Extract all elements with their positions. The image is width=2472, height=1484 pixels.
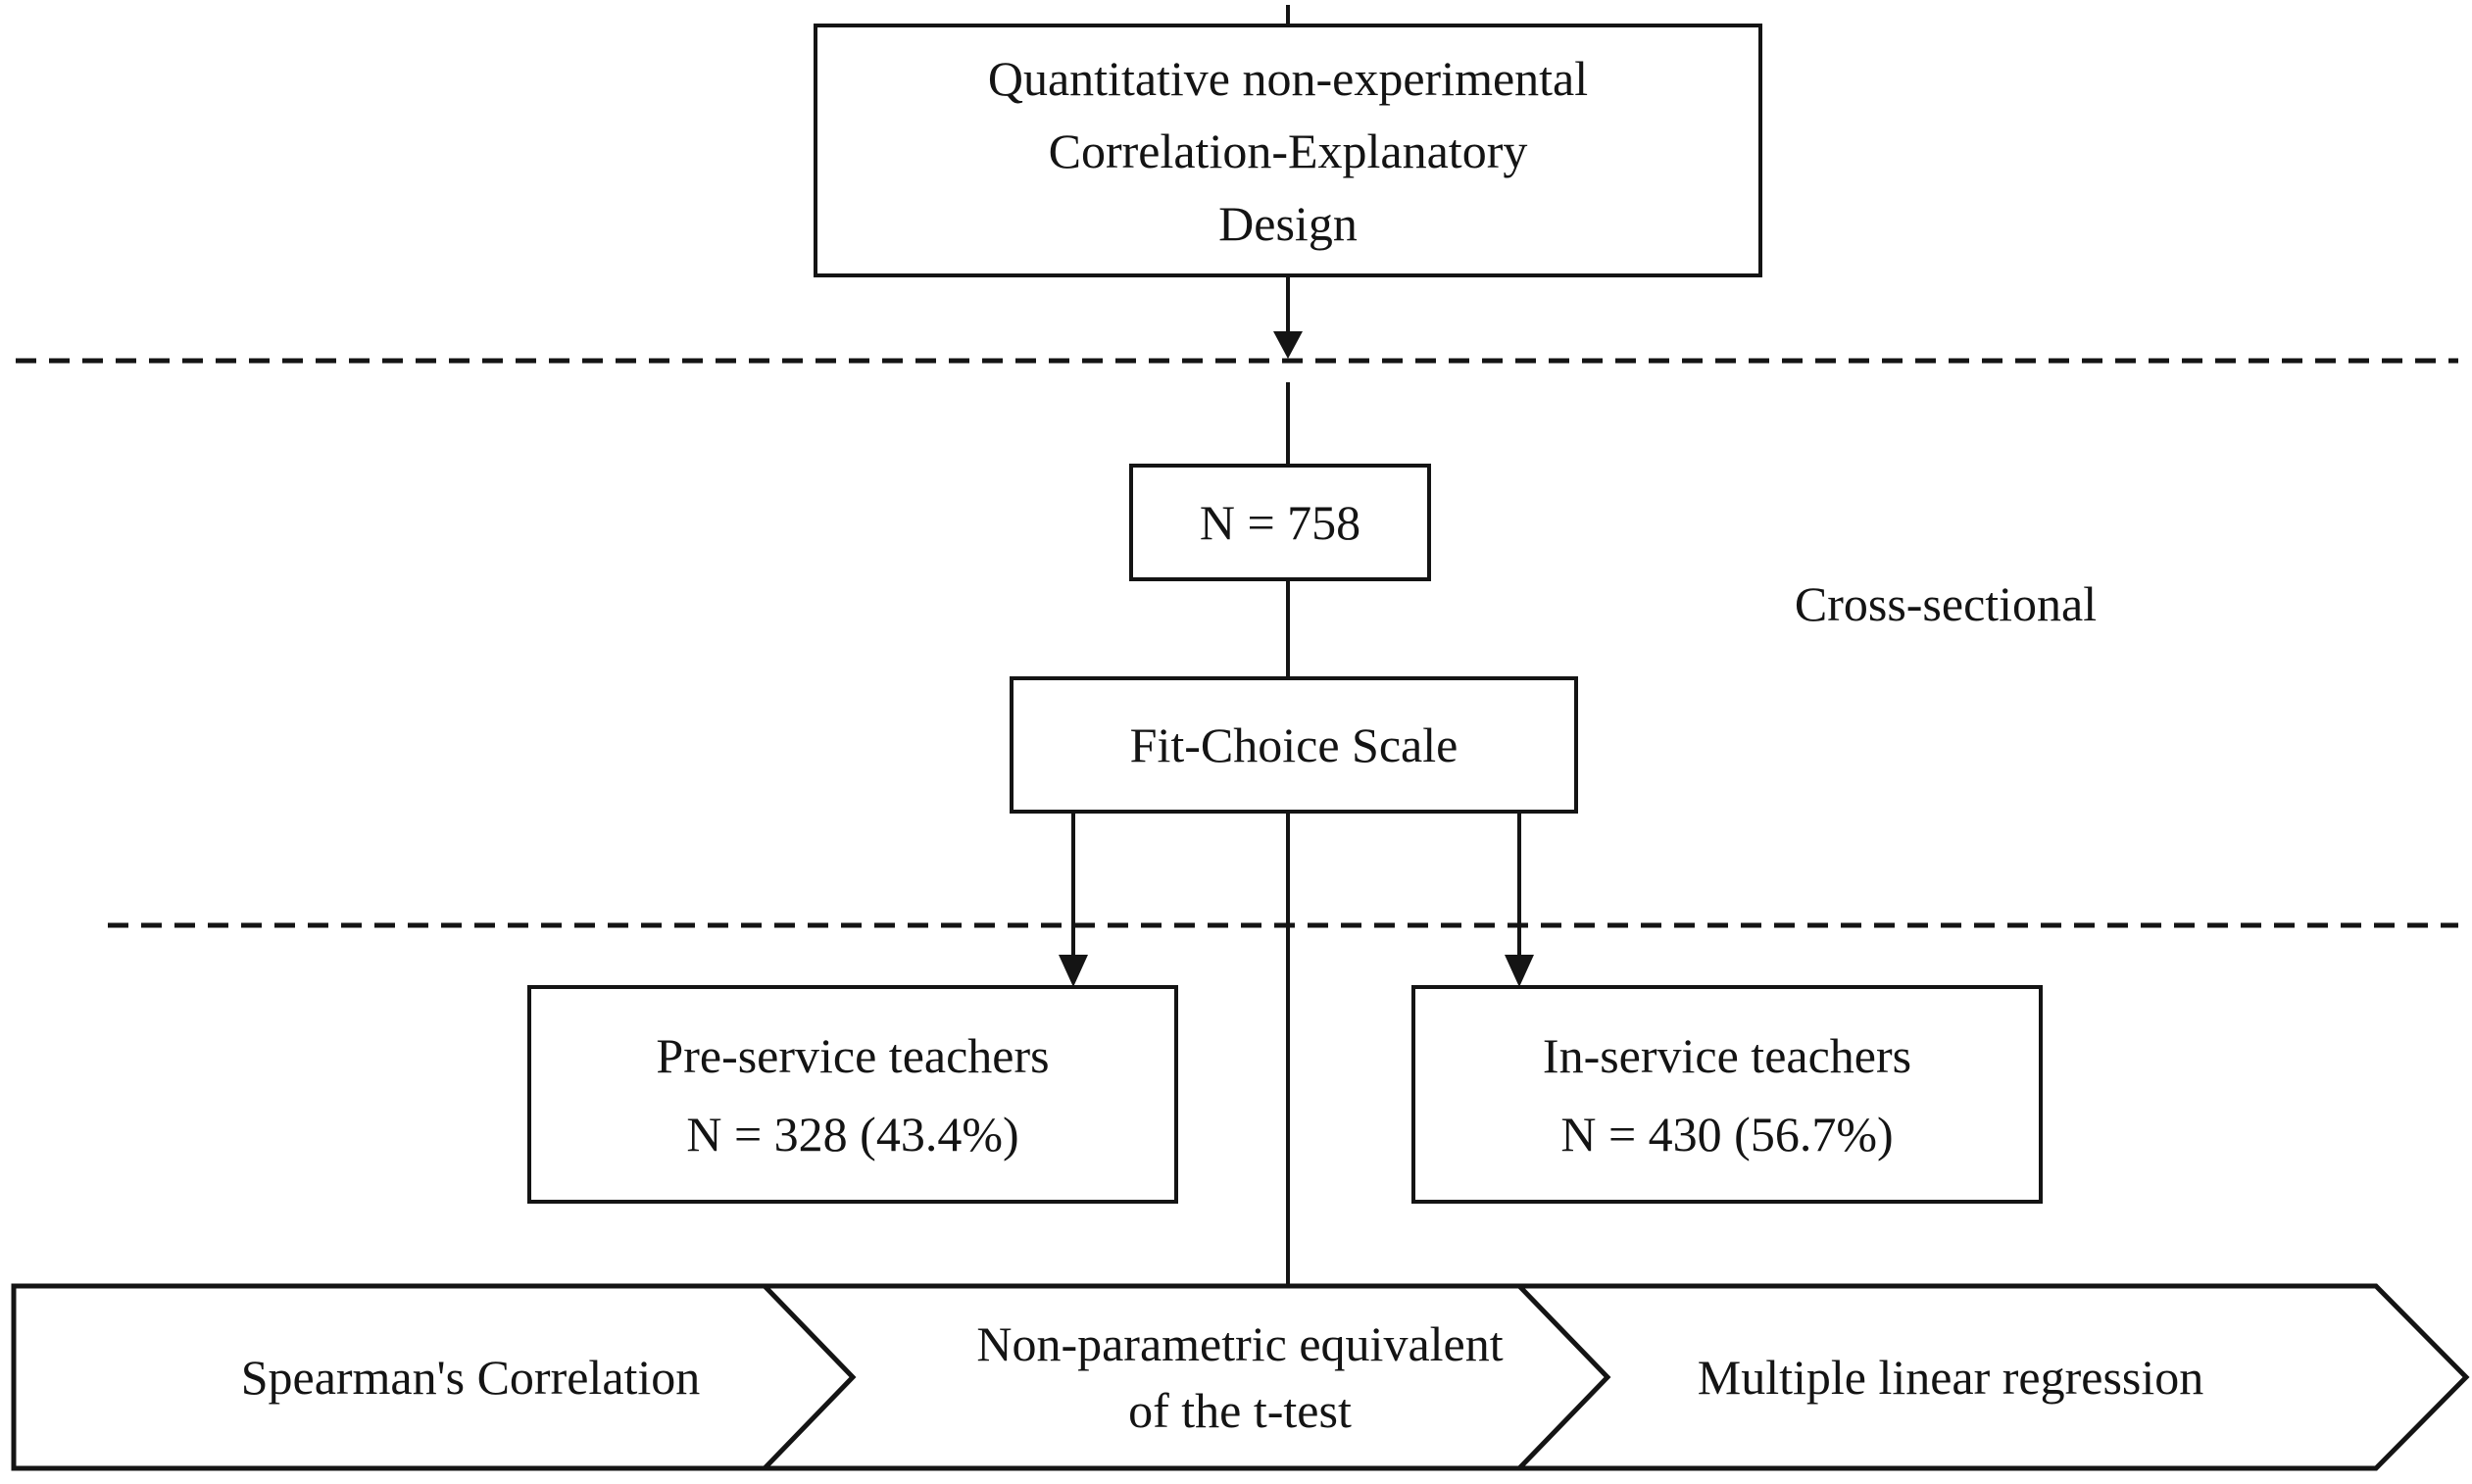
- cross-sectional-label: Cross-sectional: [1794, 576, 2098, 631]
- group-box-line: Pre-service teachers: [656, 1027, 1050, 1083]
- sample-size-box: N = 758: [1129, 464, 1431, 581]
- banner-shape: [11, 1283, 2470, 1471]
- design-box: Quantitative non-experimental Correlatio…: [814, 24, 1762, 277]
- instrument-label: Fit-Choice Scale: [1129, 717, 1458, 772]
- sample-size-label: N = 758: [1199, 495, 1361, 550]
- instrument-box: Fit-Choice Scale: [1010, 676, 1578, 814]
- banner-label-spearman: Spearman's Correlation: [240, 1350, 701, 1405]
- design-box-line: Design: [1218, 195, 1358, 251]
- banner-chevron-divider-1: [763, 1284, 857, 1470]
- arrow-down-icon: [1059, 955, 1088, 987]
- group-box-line: N = 430 (56.7%): [1560, 1106, 1894, 1162]
- in-service-box: In-service teachers N = 430 (56.7%): [1411, 985, 2043, 1204]
- design-box-line: Correlation-Explanatory: [1048, 123, 1528, 178]
- banner-label-nonparametric: Non-parametric equivalent of the t-test: [976, 1316, 1504, 1438]
- arrow-down-icon: [1505, 955, 1534, 987]
- pre-service-box: Pre-service teachers N = 328 (43.4%): [527, 985, 1178, 1204]
- design-box-line: Quantitative non-experimental: [987, 50, 1589, 106]
- arrow-down-icon: [1273, 331, 1303, 359]
- banner-label-regression: Multiple linear regression: [1697, 1350, 2204, 1405]
- group-box-line: N = 328 (43.4%): [686, 1106, 1019, 1162]
- banner-chevron-divider-2: [1517, 1284, 1611, 1470]
- group-box-line: In-service teachers: [1542, 1027, 1912, 1083]
